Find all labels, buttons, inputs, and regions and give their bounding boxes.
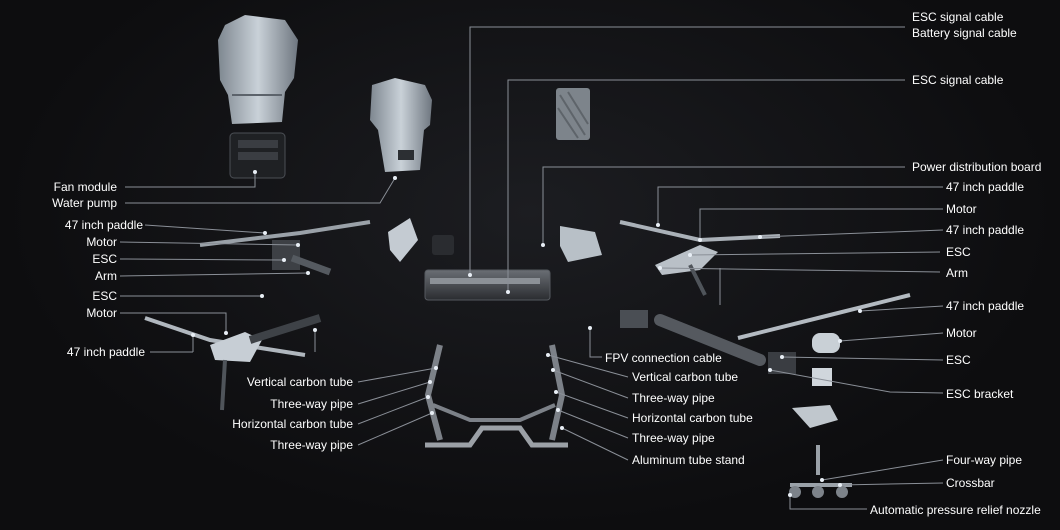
label-right-arm: Arm [946, 266, 968, 280]
label-right-47-paddle-2: 47 inch paddle [946, 223, 1025, 237]
label-left-vertical-carbon-tube: Vertical carbon tube [246, 375, 353, 389]
label-left-three-way-pipe-1: Three-way pipe [270, 397, 353, 411]
label-right-47-paddle-3: 47 inch paddle [946, 299, 1025, 313]
label-right-motor-1: Motor [946, 202, 977, 216]
label-left-47-paddle-1: 47 inch paddle [64, 218, 143, 232]
canopy-parts [388, 218, 602, 262]
label-left-motor-2: Motor [86, 306, 117, 320]
label-power-distribution-board: Power distribution board [912, 160, 1042, 174]
label-right-vertical-carbon-tube: Vertical carbon tube [632, 370, 739, 384]
left-lower-propeller [144, 314, 322, 411]
nozzle-assembly [789, 445, 852, 498]
label-nozzle: Automatic pressure relief nozzle [870, 503, 1041, 517]
fan-module-part [229, 132, 286, 179]
label-right-three-way-pipe-2: Three-way pipe [632, 431, 715, 445]
label-right-esc-1: ESC [946, 245, 971, 259]
label-four-way-pipe: Four-way pipe [946, 453, 1023, 467]
label-left-horizontal-carbon-tube: Horizontal carbon tube [232, 417, 353, 431]
label-right-motor-2: Motor [946, 326, 977, 340]
label-fpv-connection-cable: FPV connection cable [605, 351, 722, 365]
label-aluminum-tube-stand: Aluminum tube stand [632, 453, 745, 467]
leader-lines [119, 26, 944, 510]
label-battery-signal-cable: Battery signal cable [912, 26, 1017, 40]
label-left-47-paddle-2: 47 inch paddle [66, 345, 145, 359]
label-right-esc-2: ESC [946, 353, 971, 367]
right-arm-tube [620, 310, 766, 366]
battery-part [556, 88, 590, 140]
label-left-esc-2: ESC [92, 289, 117, 303]
label-right-three-way-pipe-1: Three-way pipe [632, 391, 715, 405]
label-water-pump: Water pump [52, 196, 117, 210]
label-crossbar: Crossbar [946, 476, 995, 490]
label-left-arm: Arm [95, 269, 117, 283]
label-left-esc-1: ESC [92, 252, 117, 266]
label-esc-signal-cable-2: ESC signal cable [912, 73, 1004, 87]
label-left-three-way-pipe-2: Three-way pipe [270, 438, 353, 452]
label-right-47-paddle-1: 47 inch paddle [946, 180, 1025, 194]
label-esc-bracket: ESC bracket [946, 387, 1014, 401]
label-fan-module: Fan module [53, 180, 117, 194]
leader-dots [191, 170, 862, 497]
landing-gear [424, 344, 568, 448]
tank-large [218, 15, 298, 124]
tank-small [370, 78, 432, 172]
label-right-horizontal-carbon-tube: Horizontal carbon tube [632, 411, 753, 425]
frame-center [424, 269, 551, 301]
right-lower-propeller [737, 293, 911, 428]
label-left-motor-1: Motor [86, 235, 117, 249]
left-upper-propeller [199, 220, 371, 276]
label-esc-signal-cable-1: ESC signal cable [912, 10, 1004, 24]
